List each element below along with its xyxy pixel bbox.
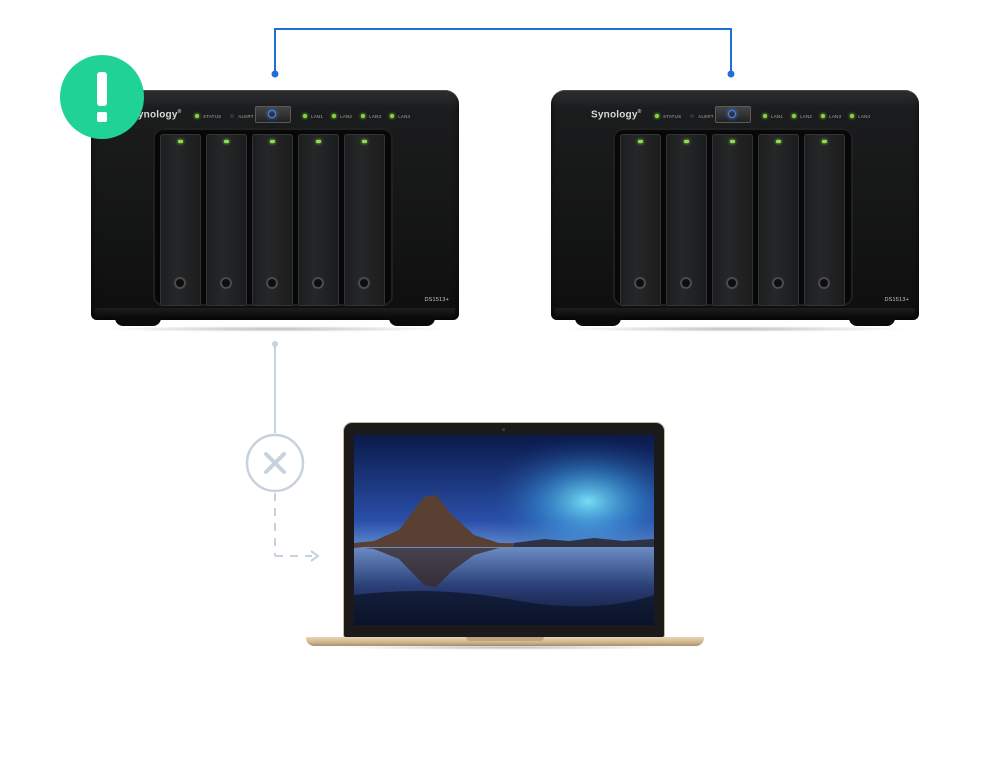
drive-bay — [758, 134, 799, 306]
interconnect-end-right — [727, 70, 735, 78]
drive-bay — [344, 134, 385, 306]
drive-bay — [206, 134, 247, 306]
lan-indicators: LAN1 LAN2 LAN3 LAN4 — [763, 112, 879, 120]
exclamation-icon — [60, 55, 144, 139]
x-circle-icon — [245, 433, 305, 493]
alert-led — [690, 114, 695, 118]
nas-brand: Synology® — [131, 109, 182, 121]
interconnect-path — [274, 28, 732, 74]
status-led — [655, 114, 659, 118]
status-led — [195, 114, 199, 118]
drive-bay — [666, 134, 707, 306]
nas-model: DS1513+ — [424, 297, 449, 303]
drive-bay — [160, 134, 201, 306]
interconnect-end-left — [271, 70, 279, 78]
laptop-lid — [344, 423, 664, 637]
drive-bay — [712, 134, 753, 306]
drive-bay — [620, 134, 661, 306]
status-indicators: STATUS ALERT — [195, 112, 263, 120]
laptop-screen-wallpaper — [354, 435, 654, 625]
client-laptop — [306, 423, 704, 650]
arrow-right-icon — [310, 550, 320, 562]
drive-bay — [298, 134, 339, 306]
drive-bay — [252, 134, 293, 306]
status-indicators: STATUS ALERT — [655, 112, 723, 120]
power-button — [715, 106, 751, 123]
nas-secondary: Synology® STATUS ALERT LAN1 LAN2 LAN3 LA… — [551, 90, 919, 332]
lan-indicators: LAN1 LAN2 LAN3 LAN4 — [303, 112, 419, 120]
laptop-base — [306, 637, 704, 646]
drive-bay — [804, 134, 845, 306]
power-button — [255, 106, 291, 123]
alert-led — [230, 114, 235, 118]
nas-brand: Synology® — [591, 109, 642, 121]
nas-model: DS1513+ — [884, 297, 909, 303]
camera-icon — [502, 428, 505, 431]
nas-primary: Synology® STATUS ALERT LAN1 LAN2 LAN3 LA… — [91, 90, 459, 332]
